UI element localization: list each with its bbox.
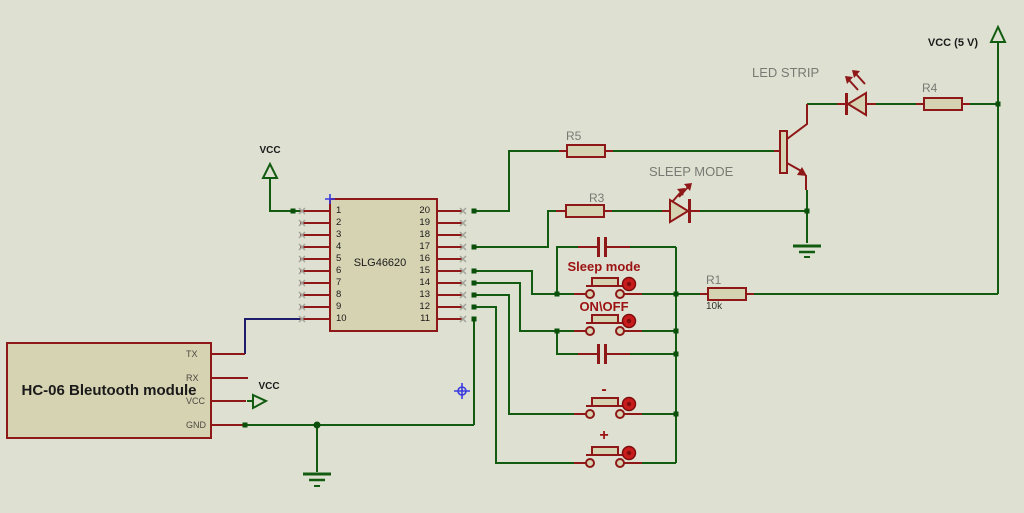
wire-cap-top-left[interactable] bbox=[556, 246, 578, 294]
resistor-r1[interactable] bbox=[700, 287, 754, 301]
ic-pins bbox=[300, 210, 463, 320]
button-on-off[interactable] bbox=[574, 313, 642, 336]
wire-pin14-to-onoff-btn[interactable] bbox=[475, 282, 574, 332]
button-onoff-label: ON\OFF bbox=[579, 299, 629, 314]
button-plus[interactable] bbox=[574, 445, 642, 468]
resistor-r1-value: 10k bbox=[706, 301, 723, 312]
resistor-r5[interactable] bbox=[559, 144, 613, 158]
capacitor-top[interactable] bbox=[578, 237, 630, 257]
ic-pin-number: 16 bbox=[419, 253, 430, 264]
ic-pin-number: 17 bbox=[419, 241, 430, 252]
wire-pin13-to-minus-btn[interactable] bbox=[475, 294, 574, 415]
vcc-symbol-module[interactable] bbox=[252, 393, 269, 410]
ic-pin-number: 1 bbox=[336, 205, 342, 216]
pin-x-markers bbox=[298, 207, 467, 323]
ic-pin-number: 10 bbox=[336, 313, 347, 324]
wire-cap-bottom-left[interactable] bbox=[556, 331, 578, 355]
ic-pin-number: 13 bbox=[419, 289, 430, 300]
module-pin-label-gnd: GND bbox=[186, 420, 206, 430]
resistor-r3-ref: R3 bbox=[589, 191, 605, 205]
ic-pin-number: 14 bbox=[419, 277, 430, 288]
sleep-mode-label: SLEEP MODE bbox=[649, 164, 734, 179]
resistor-r4[interactable] bbox=[916, 97, 970, 111]
ic-pin-number: 8 bbox=[336, 289, 342, 300]
ic-pin-number: 11 bbox=[420, 313, 430, 324]
module-pins bbox=[211, 353, 248, 426]
hc06-module-body[interactable] bbox=[6, 342, 212, 439]
module-pin-label-vcc: VCC bbox=[186, 396, 206, 406]
led-strip-led[interactable] bbox=[837, 70, 876, 117]
button-sleep-label: Sleep mode bbox=[567, 259, 641, 274]
ic-pin-number: 9 bbox=[336, 301, 342, 312]
module-title: HC-06 Bleutooth module bbox=[21, 382, 197, 399]
button-plus-label: + bbox=[599, 427, 609, 444]
resistor-r3[interactable] bbox=[556, 204, 612, 218]
wire-pin17-to-r3[interactable] bbox=[475, 210, 556, 248]
sleep-mode-led[interactable] bbox=[662, 183, 700, 224]
wire-nets[interactable] bbox=[245, 41, 999, 472]
resistor-r1-ref: R1 bbox=[706, 273, 722, 287]
capacitor-bottom[interactable] bbox=[578, 344, 630, 364]
led-strip-label: LED STRIP bbox=[752, 65, 820, 80]
npn-transistor[interactable] bbox=[774, 104, 808, 190]
vcc-symbol-ic[interactable] bbox=[261, 161, 279, 179]
ic-pin-number: 12 bbox=[419, 301, 430, 312]
ground-symbol-right[interactable] bbox=[793, 244, 821, 258]
vcc-symbol-rail[interactable] bbox=[989, 24, 1007, 43]
module-pin-label-tx: TX bbox=[186, 349, 198, 359]
ic-pin-number: 20 bbox=[419, 205, 430, 216]
origin-marker-ic bbox=[325, 194, 335, 204]
ic-pin-number: 4 bbox=[336, 241, 342, 252]
ic-pin-number: 3 bbox=[336, 229, 342, 240]
wire-pin20-to-r5[interactable] bbox=[475, 150, 559, 212]
wire-pin15-to-sleep-btn[interactable] bbox=[475, 270, 574, 295]
ic-slg46620-body[interactable] bbox=[329, 198, 438, 332]
origin-marker-floating bbox=[454, 383, 470, 399]
ic-pin-number: 2 bbox=[336, 217, 342, 228]
button-sleep-mode[interactable] bbox=[574, 276, 642, 299]
ic-pin-number: 19 bbox=[419, 217, 430, 228]
module-pin-label-rx: RX bbox=[186, 373, 199, 383]
wire-pin12-to-plus-btn[interactable] bbox=[475, 306, 574, 464]
ic-pin-number: 7 bbox=[336, 277, 342, 288]
wire-vcc-to-pin1[interactable] bbox=[269, 178, 300, 212]
vcc-ic-label: VCC bbox=[259, 145, 281, 156]
wire-tx-to-pin10[interactable] bbox=[244, 318, 300, 354]
ic-pin-number: 6 bbox=[336, 265, 342, 276]
resistor-r4-ref: R4 bbox=[922, 81, 938, 95]
vcc-module-label: VCC bbox=[258, 381, 280, 392]
vcc-rail-label: VCC (5 V) bbox=[927, 37, 978, 49]
ground-symbol-left[interactable] bbox=[303, 472, 331, 487]
junction-dots bbox=[242, 101, 1001, 429]
button-minus-label: - bbox=[601, 381, 607, 398]
ic-pin-number: 18 bbox=[419, 229, 430, 240]
ic-pin-number: 5 bbox=[336, 253, 342, 264]
ic-pin-number: 15 bbox=[419, 265, 430, 276]
ic-label: SLG46620 bbox=[353, 257, 407, 269]
button-minus[interactable] bbox=[574, 396, 642, 419]
resistor-r5-ref: R5 bbox=[566, 129, 582, 143]
